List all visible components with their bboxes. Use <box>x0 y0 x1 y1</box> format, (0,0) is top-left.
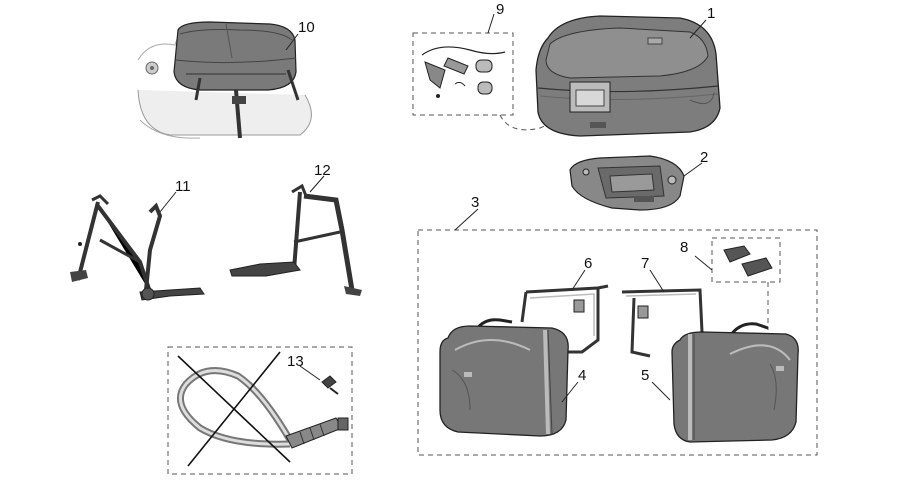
leader-line-4 <box>561 381 579 403</box>
callout-6: 6 <box>584 255 592 272</box>
left-side-case-illustration <box>439 318 569 437</box>
leader-line-11 <box>159 191 177 213</box>
callout-8: 8 <box>680 239 688 256</box>
key-cover-kit-illustration <box>723 245 773 277</box>
side-case-kit-dashed-box <box>417 229 818 456</box>
leader-line-6 <box>571 269 586 291</box>
callout-4: 4 <box>578 367 586 384</box>
kit-9-dashed-box <box>412 32 514 116</box>
leader-line-5 <box>651 381 671 401</box>
leader-line-1 <box>689 19 707 39</box>
callout-2: 2 <box>700 149 708 166</box>
callout-1: 1 <box>707 5 715 22</box>
leader-line-12 <box>309 175 325 193</box>
callout-12: 12 <box>314 162 331 179</box>
leader-line-3 <box>454 208 479 231</box>
leader-line-9 <box>487 13 495 34</box>
top-case-illustration <box>535 15 721 137</box>
paddock-stand-illustration <box>70 194 205 301</box>
cable-lock-dashed-box <box>167 346 353 475</box>
callout-11: 11 <box>175 178 191 195</box>
leader-line-2 <box>683 162 703 177</box>
right-case-frame-illustration <box>621 288 704 358</box>
callout-13: 13 <box>287 353 304 370</box>
mounting-hardware-kit-illustration <box>421 46 506 98</box>
leader-line-8 <box>694 255 713 271</box>
top-case-mounting-plate-illustration <box>569 155 685 211</box>
leader-line-10 <box>285 33 299 51</box>
callout-10: 10 <box>298 19 315 36</box>
right-side-case-illustration <box>671 322 799 443</box>
callout-5: 5 <box>641 367 649 384</box>
callout-7: 7 <box>641 255 649 272</box>
kit-8-dashed-box <box>711 237 781 283</box>
leader-line-13 <box>299 365 321 381</box>
cable-lock-illustration <box>176 367 349 449</box>
callout-9: 9 <box>496 1 504 18</box>
cross-out-line-b <box>187 351 281 467</box>
leader-line-7 <box>649 269 665 293</box>
tank-bag-illustration <box>137 21 312 139</box>
centre-stand-illustration <box>229 183 362 296</box>
left-case-frame-illustration <box>520 284 609 354</box>
callout-3: 3 <box>471 194 479 211</box>
